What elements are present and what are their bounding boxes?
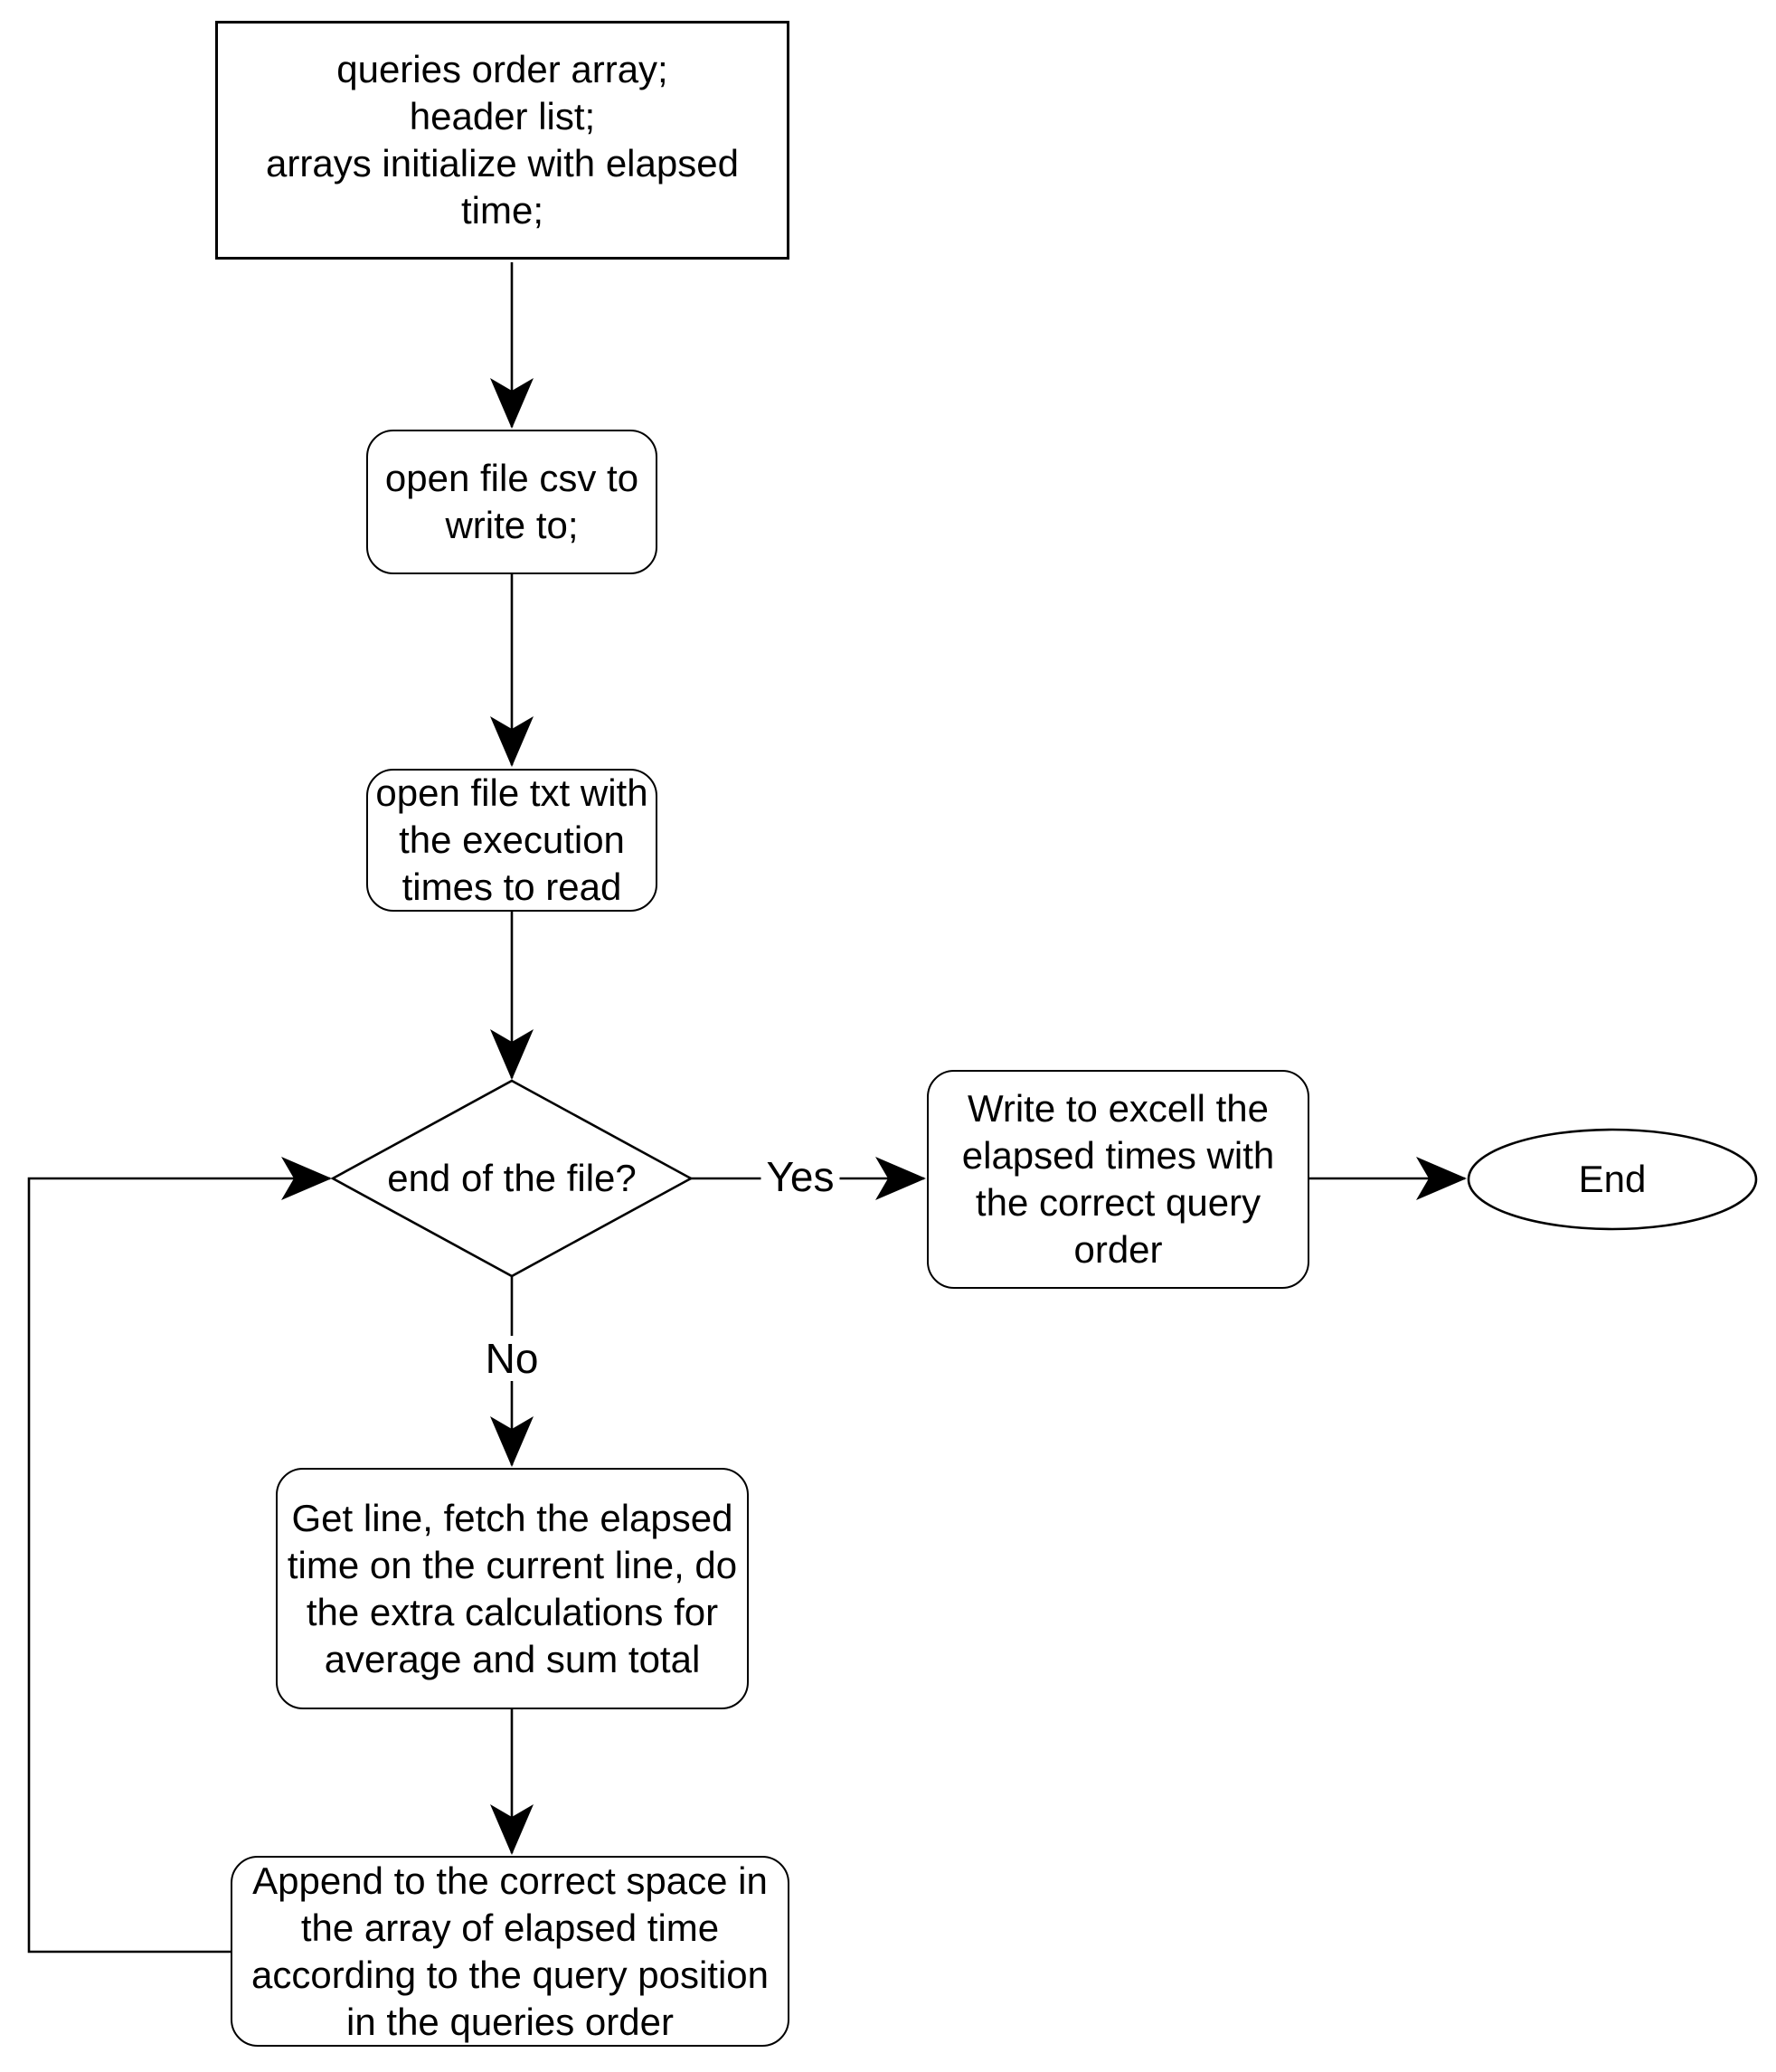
append-node: Append to the correct space in the array… [231,1856,789,2047]
edge-label-no: No [479,1336,544,1381]
connector-append-loop-to-decision [27,1157,332,1954]
start-node-label: queries order array; header list; arrays… [266,48,739,232]
open-csv-node: open file csv to write to; [366,430,657,574]
append-node-label: Append to the correct space in the array… [250,1859,770,2043]
get-line-node: Get line, fetch the elapsed time on the … [276,1468,749,1709]
write-excel-node-label: Write to excell the elapsed times with t… [961,1087,1275,1271]
open-csv-node-label: open file csv to write to; [384,457,639,546]
end-ellipse [1467,1128,1758,1231]
get-line-node-label: Get line, fetch the elapsed time on the … [287,1496,738,1680]
decision-diamond [330,1079,694,1278]
open-txt-node-label: open file txt with the execution times t… [375,771,648,908]
edge-label-yes: Yes [760,1154,840,1199]
open-txt-node: open file txt with the execution times t… [366,769,657,912]
write-excel-node: Write to excell the elapsed times with t… [927,1070,1309,1289]
start-node: queries order array; header list; arrays… [215,21,789,260]
